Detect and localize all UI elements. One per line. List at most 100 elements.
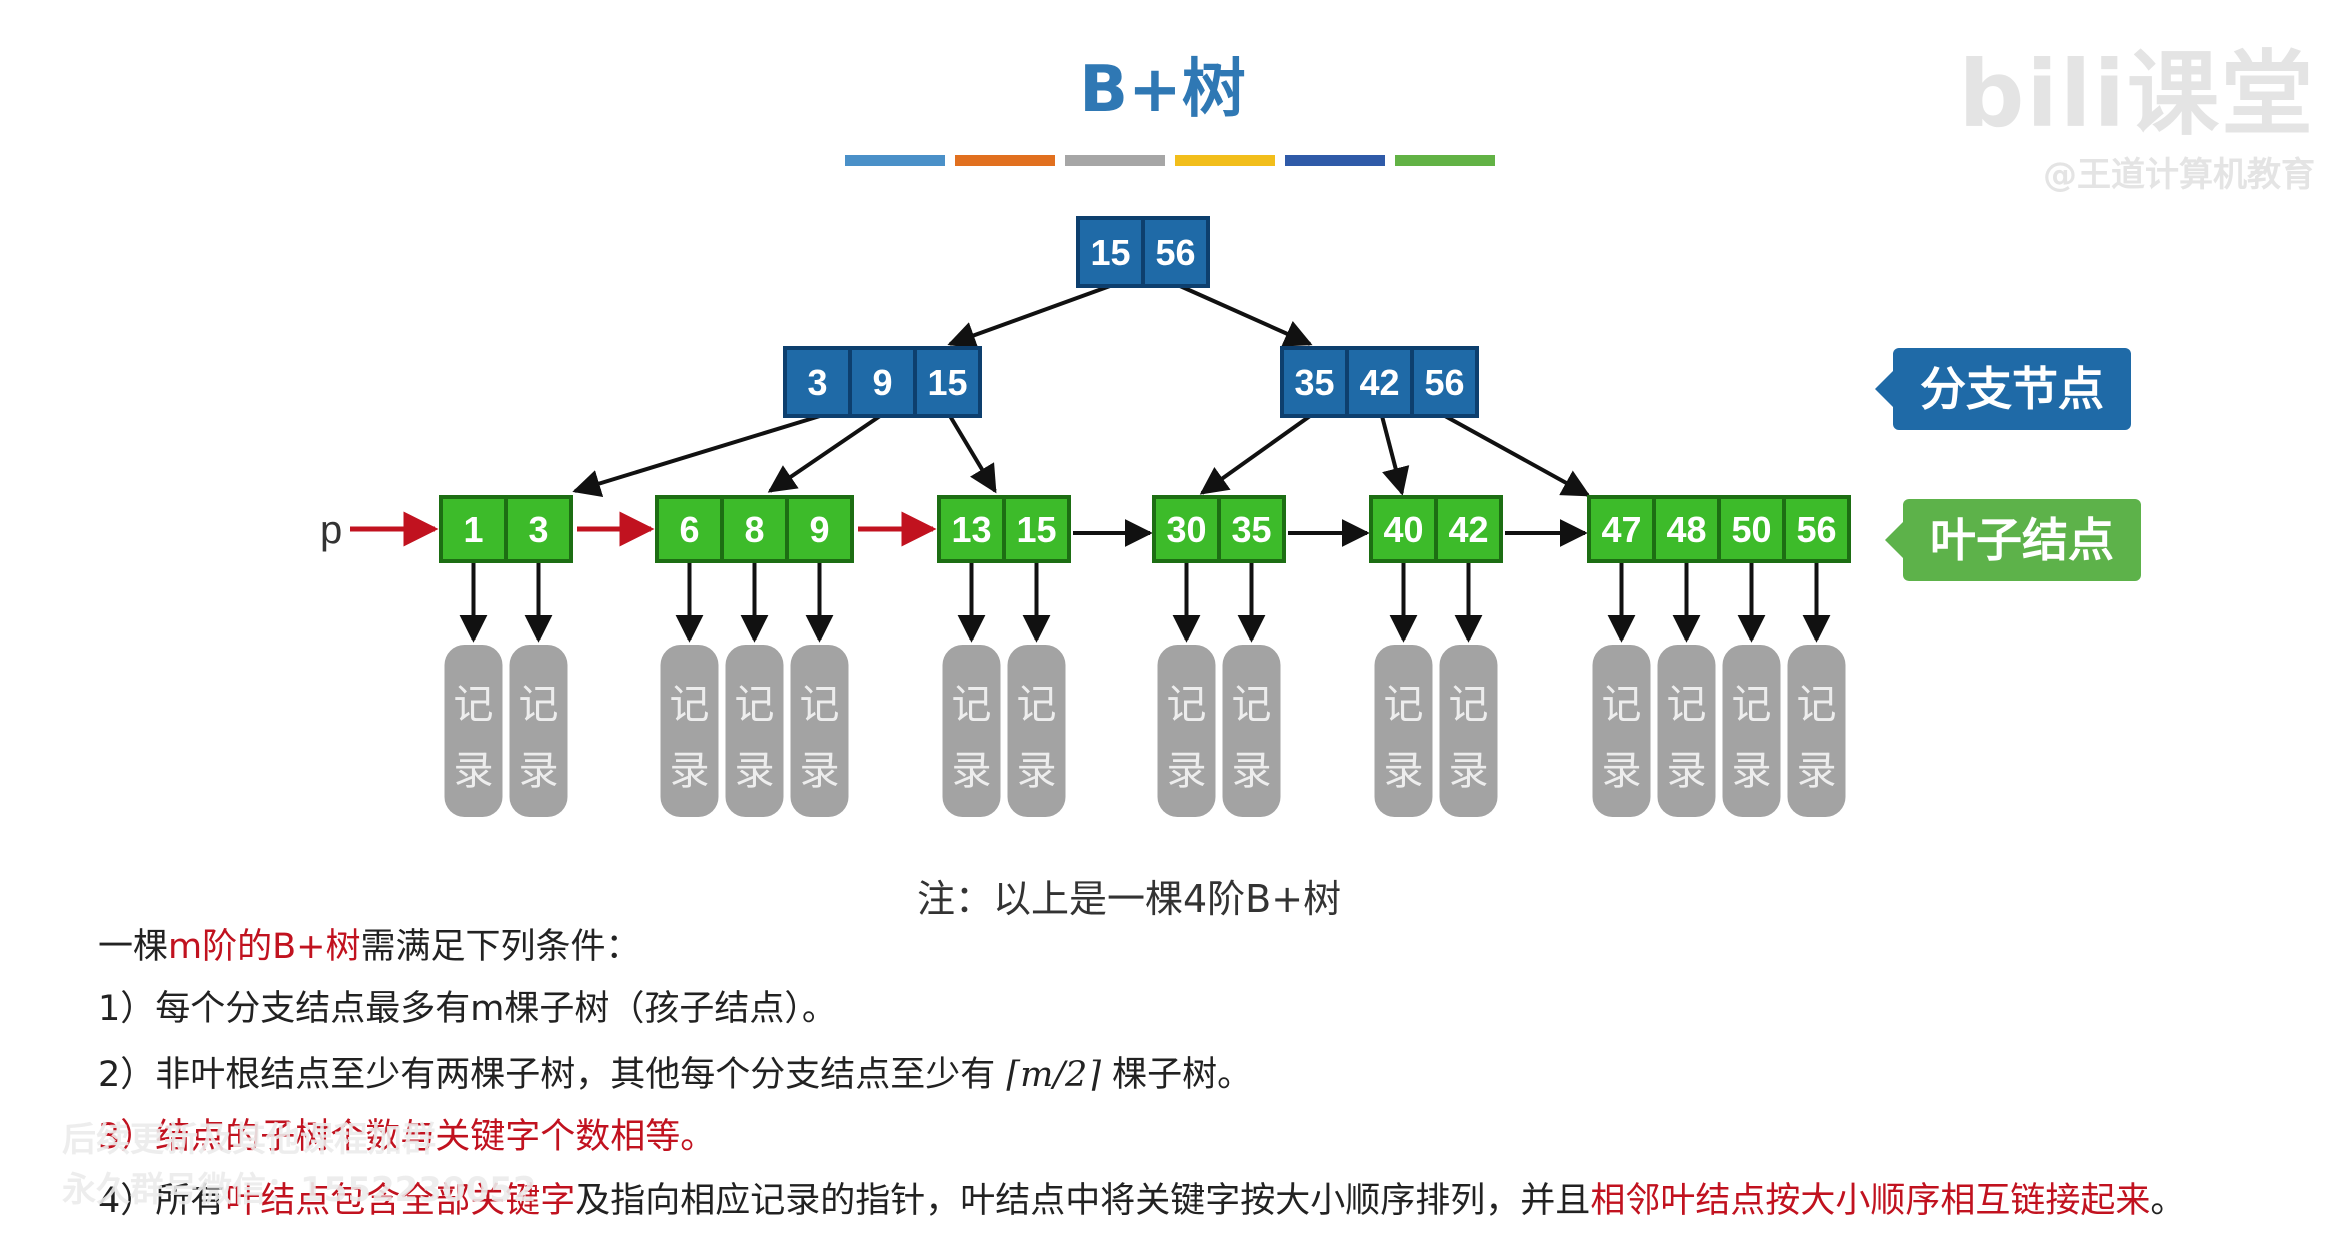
key-value: 15 bbox=[927, 362, 967, 403]
key-value: 15 bbox=[1016, 509, 1056, 550]
key-cell bbox=[1141, 216, 1210, 288]
record-block: 记录 bbox=[1657, 645, 1716, 817]
record-label: 录 bbox=[1732, 748, 1772, 794]
record-block: 记录 bbox=[1374, 645, 1433, 817]
record-block: 记录 bbox=[942, 645, 1001, 817]
key-cell bbox=[1434, 495, 1503, 563]
key-value: 42 bbox=[1448, 509, 1488, 550]
record-label: 记 bbox=[952, 682, 992, 728]
key-value: 8 bbox=[744, 509, 764, 550]
key-value: 47 bbox=[1601, 509, 1641, 550]
key-value: 1 bbox=[463, 509, 483, 550]
key-cell bbox=[1782, 495, 1851, 563]
tree-edge bbox=[767, 414, 882, 493]
record-label: 记 bbox=[1602, 682, 1642, 728]
key-value: 50 bbox=[1731, 509, 1771, 550]
record-label: 记 bbox=[1167, 682, 1207, 728]
record-label: 录 bbox=[1449, 748, 1489, 794]
record-label: 记 bbox=[670, 682, 710, 728]
key-cell bbox=[783, 346, 852, 418]
record-block: 记录 bbox=[1592, 645, 1651, 817]
record-block: 记录 bbox=[1787, 645, 1846, 817]
record-label: 录 bbox=[735, 748, 775, 794]
key-cell bbox=[504, 495, 573, 563]
condition-4: 4）所有叶结点包含全部关键字及指向相应记录的指针，叶结点中将关键字按大小顺序排列… bbox=[98, 1181, 2186, 1221]
record-block: 记录 bbox=[1439, 645, 1498, 817]
record-label: 录 bbox=[1667, 748, 1707, 794]
key-value: 3 bbox=[807, 362, 827, 403]
record-label: 录 bbox=[670, 748, 710, 794]
key-value: 56 bbox=[1155, 232, 1195, 273]
record-label: 录 bbox=[519, 748, 559, 794]
key-value: 30 bbox=[1166, 509, 1206, 550]
watermark-brand: bili课堂 bbox=[1958, 41, 2315, 148]
record-label: 记 bbox=[1384, 682, 1424, 728]
key-cell bbox=[1076, 216, 1145, 288]
key-value: 35 bbox=[1294, 362, 1334, 403]
condition-2: 2）非叶根结点至少有两棵子树，其他每个分支结点至少有 ⌈m/2⌉ 棵子树。 bbox=[98, 1055, 1253, 1095]
key-cell bbox=[1002, 495, 1071, 563]
subtitle-overlay-line2: 永久群号微信：1552230052 bbox=[62, 1170, 537, 1210]
record-block: 记录 bbox=[1222, 645, 1281, 817]
highlight-text: m阶的B+树 bbox=[168, 927, 361, 967]
record-label: 录 bbox=[1167, 748, 1207, 794]
record-label: 录 bbox=[800, 748, 840, 794]
record-label: 记 bbox=[454, 682, 494, 728]
key-cell bbox=[655, 495, 724, 563]
ceil-formula: ⌈m/2⌉ bbox=[1006, 1055, 1101, 1095]
key-value: 42 bbox=[1359, 362, 1399, 403]
record-label: 记 bbox=[1732, 682, 1772, 728]
tree-edges bbox=[350, 284, 1831, 643]
record-label: 记 bbox=[1449, 682, 1489, 728]
tree-edge bbox=[1179, 284, 1313, 347]
key-value: 6 bbox=[679, 509, 699, 550]
record-block: 记录 bbox=[1722, 645, 1781, 817]
key-cell bbox=[1280, 346, 1349, 418]
tree-edge bbox=[1199, 414, 1312, 495]
leaf-node: 13 15 bbox=[937, 495, 1071, 563]
tree-edge bbox=[1380, 415, 1410, 496]
record-label: 录 bbox=[454, 748, 494, 794]
condition-1: 1）每个分支结点最多有m棵子树（孩子结点）。 bbox=[98, 989, 837, 1029]
record-label: 记 bbox=[1667, 682, 1707, 728]
tree-edge bbox=[572, 414, 821, 498]
tree-edge bbox=[1444, 414, 1591, 497]
title-bar-segment bbox=[1065, 155, 1165, 166]
key-cell bbox=[1717, 495, 1786, 563]
record-block: 记录 bbox=[725, 645, 784, 817]
tree-note: 注：以上是一棵4阶B+树 bbox=[917, 877, 1342, 921]
record-label: 录 bbox=[1384, 748, 1424, 794]
title-bar-segment bbox=[955, 155, 1055, 166]
record-label: 录 bbox=[1602, 748, 1642, 794]
title-bar-segment bbox=[1395, 155, 1495, 166]
key-value: 13 bbox=[951, 509, 991, 550]
record-label: 录 bbox=[952, 748, 992, 794]
key-value: 35 bbox=[1231, 509, 1271, 550]
watermark-author: @王道计算机教育 bbox=[2043, 155, 2315, 195]
key-cell bbox=[913, 346, 982, 418]
branch-node-label: 分支节点 bbox=[1875, 348, 2131, 430]
condition-intro: 一棵m阶的B+树需满足下列条件： bbox=[98, 927, 641, 967]
record-label: 录 bbox=[1797, 748, 1837, 794]
record-label: 记 bbox=[519, 682, 559, 728]
record-label: 录 bbox=[1232, 748, 1272, 794]
record-label: 记 bbox=[1797, 682, 1837, 728]
watermark-logo: bili课堂 @王道计算机教育 bbox=[1959, 20, 2315, 196]
condition-3: 3）结点的子树个数与关键字个数相等。 bbox=[98, 1117, 716, 1157]
key-cell bbox=[1410, 346, 1479, 418]
record-block: 记录 bbox=[509, 645, 568, 817]
record-label: 记 bbox=[1017, 682, 1057, 728]
key-value: 56 bbox=[1796, 509, 1836, 550]
record-label: 记 bbox=[800, 682, 840, 728]
leaf-node-label: 叶子结点 bbox=[1885, 499, 2141, 581]
key-cell bbox=[937, 495, 1006, 563]
title-color-bar bbox=[845, 155, 1495, 166]
key-cell bbox=[848, 346, 917, 418]
